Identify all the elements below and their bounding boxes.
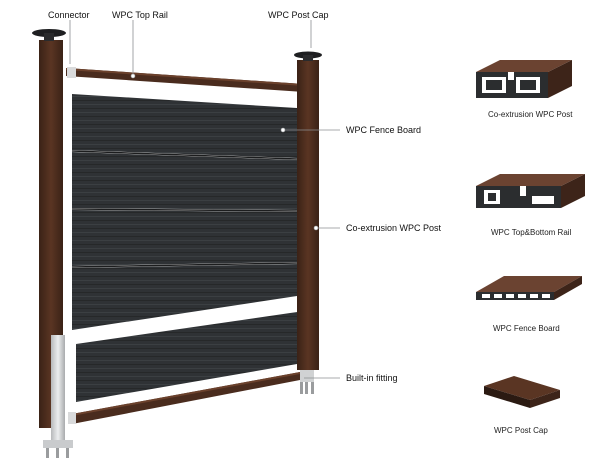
fence-board-1 — [72, 94, 297, 158]
fence-board-3 — [72, 210, 297, 266]
caption-coextrusion-post: Co-extrusion WPC Post — [488, 110, 573, 119]
label-top-rail: WPC Top Rail — [112, 10, 168, 20]
label-built-in-fitting: Built-in fitting — [346, 373, 398, 383]
caption-post-cap: WPC Post Cap — [494, 426, 548, 435]
component-top-bottom-rail — [476, 174, 585, 208]
connector-bracket — [67, 67, 76, 78]
component-coextrusion-post — [476, 60, 572, 98]
label-post-cap: WPC Post Cap — [268, 10, 329, 20]
label-connector: Connector — [48, 10, 90, 20]
label-fence-board: WPC Fence Board — [346, 125, 422, 135]
component-post-cap — [484, 376, 560, 408]
fence-board-4 — [72, 264, 297, 330]
caption-fence-board: WPC Fence Board — [493, 324, 560, 333]
component-fence-board — [476, 276, 582, 300]
callout-dots — [130, 73, 319, 231]
label-coextrusion-post: Co-extrusion WPC Post — [346, 223, 442, 233]
top-rail — [66, 67, 304, 92]
fence-board-2 — [72, 152, 297, 210]
fence-board-5 — [76, 312, 297, 402]
left-post — [32, 29, 73, 458]
fence-boards — [71, 94, 298, 402]
right-post — [294, 51, 322, 394]
caption-top-bottom-rail: WPC Top&Bottom Rail — [491, 228, 572, 237]
callout-lines — [69, 20, 340, 379]
bottom-rail — [68, 372, 300, 424]
